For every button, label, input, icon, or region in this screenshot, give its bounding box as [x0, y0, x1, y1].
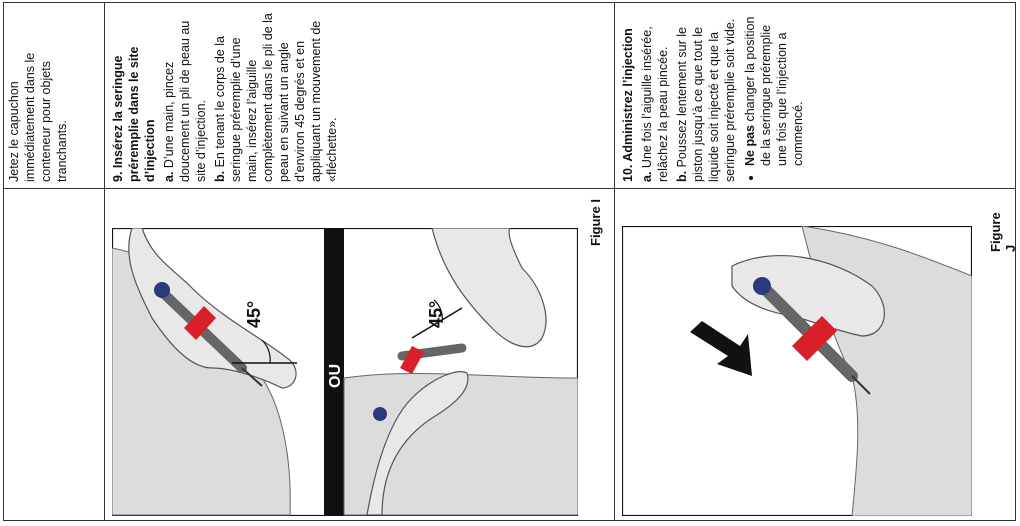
- step9-item-a: a. D’une main, pincez doucement un pli d…: [162, 20, 208, 182]
- angle-label-left: 45°: [244, 301, 264, 328]
- figure-j-label: Figure J: [988, 212, 1018, 252]
- step10-warning: Ne pas changer la position de la seringu…: [742, 6, 806, 166]
- row-divider: [3, 188, 1016, 189]
- hand-right-pinch-icon: [431, 228, 547, 348]
- step10-item-b: b. Poussez lentement sur le piston jusqu…: [675, 18, 737, 182]
- step10-title: 10. Administrez l’injection: [621, 28, 635, 182]
- step10-item-a: a. Une fois l’aiguille insérée, relâchez…: [640, 26, 670, 182]
- separator-label: OU: [327, 364, 344, 388]
- hand-left-pinch-icon: [128, 228, 297, 389]
- figure-i-illustration: 45° OU 45°: [112, 228, 578, 516]
- step9-instructions: 9. Insérez la seringue préremplie dans l…: [110, 6, 343, 182]
- angle-mark-left-icon: [232, 339, 297, 364]
- angle-label-right: 45°: [426, 301, 446, 328]
- push-arrow-icon: [690, 321, 752, 376]
- instruction-table: [3, 2, 1016, 521]
- column-divider-1: [104, 2, 105, 521]
- step10-warning-list: Ne pas changer la position de la seringu…: [742, 6, 806, 182]
- angle-mark-right-icon: [411, 299, 463, 339]
- figure-j-illustration: [622, 226, 972, 516]
- capuchon-text: Jetez le capuchon immédiatement dans le …: [7, 52, 69, 182]
- step9-title: 9. Insérez la seringue préremplie dans l…: [111, 46, 157, 182]
- syringe-right-icon: [373, 343, 467, 421]
- syringe-icon: [753, 277, 871, 395]
- figure-i-label: Figure I: [588, 199, 603, 246]
- capuchon-instruction: Jetez le capuchon immédiatement dans le …: [6, 6, 73, 182]
- hand-right-syringe-icon: [366, 371, 469, 516]
- step10-instructions: 10. Administrez l’injection a. Une fois …: [620, 6, 806, 182]
- column-divider-2: [614, 2, 615, 521]
- step9-item-b: b. En tenant le corps de la seringue pré…: [213, 13, 339, 182]
- syringe-left-icon: [154, 282, 263, 387]
- hand-injecting-icon: [731, 255, 885, 337]
